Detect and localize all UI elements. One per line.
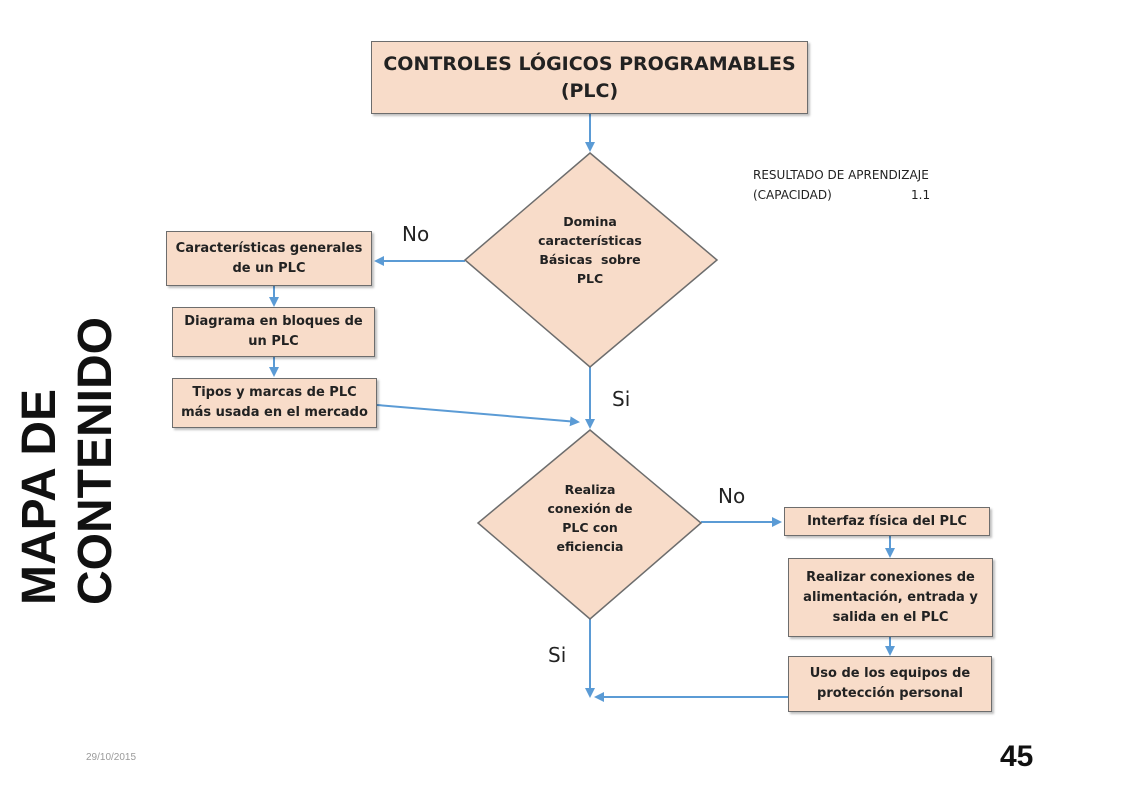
right-box-2-line1: Realizar conexiones de — [806, 569, 975, 585]
left-box-2-line2: un PLC — [248, 334, 299, 349]
page-number: 45 — [1000, 740, 1034, 773]
decision1-line3: Básicas sobre — [539, 252, 641, 267]
right-box-2-line2: alimentación, entrada y — [803, 589, 978, 605]
slide-title-line1: MAPA DE — [13, 389, 66, 605]
main-title-line1: CONTROLES LÓGICOS PROGRAMABLES — [383, 52, 796, 75]
right-box-3-line1: Uso de los equipos de — [809, 666, 971, 681]
decision2-line3: PLC con — [562, 520, 618, 535]
decision1-line1: Domina — [563, 214, 617, 229]
slide-date: 29/10/2015 — [86, 752, 137, 763]
slide-title: MAPA DE CONTENIDO — [0, 0, 140, 793]
slide-title-line2: CONTENIDO — [69, 317, 122, 605]
arrow-left3-to-decision2 — [376, 404, 580, 427]
decision1-diamond — [463, 152, 719, 368]
left-box-2-line1: Diagrama en bloques de — [184, 314, 363, 329]
decision2-diamond — [476, 429, 703, 620]
decision1-text: Domina características Básicas sobre PLC — [515, 212, 665, 288]
left-box-1-line2: de un PLC — [232, 260, 306, 276]
decision2-line4: eficiencia — [556, 539, 624, 554]
left-box-1-line1: Características generales — [175, 240, 363, 256]
decision1-line2: características — [538, 233, 642, 248]
left-box-3-line2: más usada en el mercado — [181, 405, 368, 420]
main-title-box: CONTROLES LÓGICOS PROGRAMABLES (PLC) — [371, 41, 808, 114]
learning-result: RESULTADO DE APRENDIZAJE (CAPACIDAD) 1.1 — [753, 168, 983, 202]
label-no-2: No — [718, 484, 746, 508]
label-si-2: Si — [548, 643, 567, 667]
label-si-1: Si — [612, 387, 631, 411]
learning-result-label: (CAPACIDAD) — [753, 188, 832, 202]
right-box-1: Interfaz física del PLC — [784, 507, 990, 536]
learning-result-line1: RESULTADO DE APRENDIZAJE — [753, 168, 929, 182]
right-box-2-line3: salida en el PLC — [832, 609, 949, 625]
left-box-3: Tipos y marcas de PLC más usada en el me… — [172, 378, 377, 428]
decision2-line2: conexión de — [547, 501, 633, 516]
left-box-1: Características generales de un PLC — [166, 231, 372, 286]
left-box-2: Diagrama en bloques de un PLC — [172, 307, 375, 357]
left-box-3-line1: Tipos y marcas de PLC — [192, 385, 357, 400]
right-box-2: Realizar conexiones de alimentación, ent… — [788, 558, 993, 637]
decision2-text: Realiza conexión de PLC con eficiencia — [515, 480, 665, 556]
label-no-1: No — [402, 222, 430, 246]
decision2-line1: Realiza — [564, 482, 616, 497]
learning-result-value: 1.1 — [911, 188, 931, 202]
right-box-3-line2: protección personal — [817, 686, 963, 701]
right-box-3: Uso de los equipos de protección persona… — [788, 656, 992, 712]
right-box-1-line1: Interfaz física del PLC — [807, 513, 967, 529]
decision1-line4: PLC — [576, 271, 604, 286]
main-title-line2: (PLC) — [560, 79, 619, 102]
